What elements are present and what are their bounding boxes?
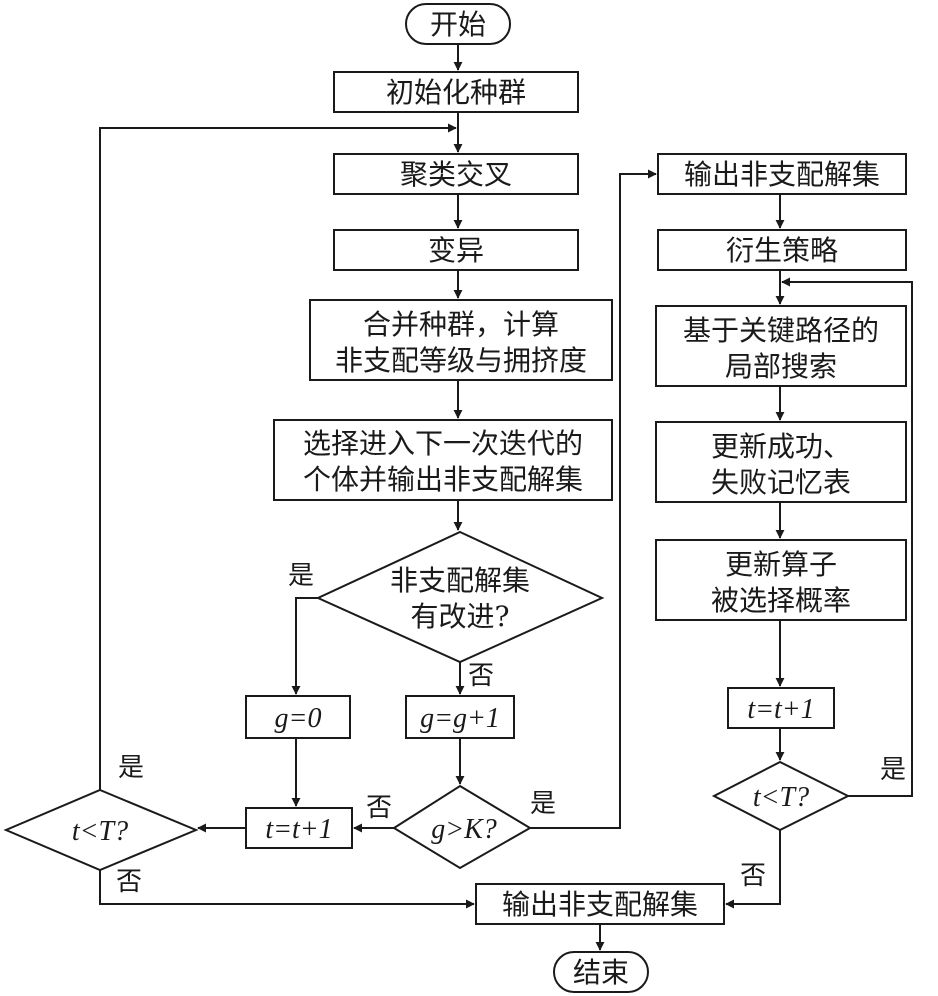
merge-box <box>309 299 613 381</box>
improve-no-label: 否 <box>468 661 494 691</box>
improve-decision <box>315 530 605 664</box>
arrow-gk-yes <box>530 169 657 829</box>
update-memory-box <box>655 421 907 503</box>
local-search-label-line1: 基于关键路径的 <box>683 314 879 347</box>
end-label: 结束 <box>573 956 629 989</box>
improve-label-line1: 非支配解集 <box>390 564 530 597</box>
derive-box <box>657 229 907 271</box>
output-bottom-box <box>475 883 725 925</box>
merge-label-line2: 非支配等级与拥挤度 <box>335 344 587 377</box>
t-left-label: t<T? <box>72 816 128 847</box>
g-zero-box <box>245 695 351 739</box>
update-prob-label-line1: 更新算子 <box>725 548 837 581</box>
g-inc-label: g=g+1 <box>420 703 500 734</box>
gk-label: g>K? <box>431 814 497 845</box>
select-label-line2: 个体并输出非支配解集 <box>303 463 583 496</box>
crossover-label: 聚类交叉 <box>400 158 512 191</box>
t-inc-right-box <box>727 687 835 729</box>
arrow-tleft-no <box>99 870 475 909</box>
improve-label-line2: 有改进? <box>410 600 509 633</box>
gk-decision <box>392 784 532 870</box>
crossover-box <box>333 153 579 195</box>
arrow-tright-no <box>725 830 781 909</box>
derive-label: 衍生策略 <box>726 234 838 267</box>
merge-label-line1: 合并种群，计算 <box>363 308 559 341</box>
improve-yes-label: 是 <box>288 561 314 591</box>
mutation-label: 变异 <box>428 234 484 267</box>
output-right-top-box <box>657 153 907 195</box>
arrow-improve-yes <box>291 597 318 695</box>
update-memory-label-line2: 失败记忆表 <box>711 466 851 499</box>
t-inc-right-label: t=t+1 <box>747 694 814 725</box>
local-search-label-line2: 局部搜索 <box>725 350 837 383</box>
t-inc-left-label: t=t+1 <box>265 814 332 845</box>
init-label: 初始化种群 <box>386 76 526 109</box>
arrow-tright-yes-loop <box>781 277 913 797</box>
t-left-no-label: 否 <box>116 867 142 897</box>
select-box <box>273 419 613 501</box>
local-search-box <box>655 305 907 387</box>
output-right-top-label: 输出非支配解集 <box>684 158 880 191</box>
gk-no-label: 否 <box>366 793 392 823</box>
output-bottom-label: 输出非支配解集 <box>502 888 698 921</box>
end-terminal <box>553 951 649 993</box>
t-right-label: t<T? <box>753 782 809 813</box>
t-left-yes-label: 是 <box>118 753 144 783</box>
select-label-line1: 选择进入下一次迭代的 <box>303 427 583 460</box>
start-label: 开始 <box>430 8 486 41</box>
g-zero-label: g=0 <box>275 703 322 734</box>
g-inc-box <box>405 695 515 739</box>
mutation-box <box>333 229 579 271</box>
gk-yes-label: 是 <box>530 789 556 819</box>
t-right-yes-label: 是 <box>880 755 906 785</box>
update-memory-label-line1: 更新成功、 <box>711 430 851 463</box>
arrow-tleft-yes-loop <box>99 123 457 790</box>
t-inc-left-box <box>245 807 353 849</box>
update-prob-box <box>655 539 907 621</box>
t-right-no-label: 否 <box>740 861 766 891</box>
update-prob-label-line2: 被选择概率 <box>711 584 851 617</box>
init-box <box>333 71 579 113</box>
